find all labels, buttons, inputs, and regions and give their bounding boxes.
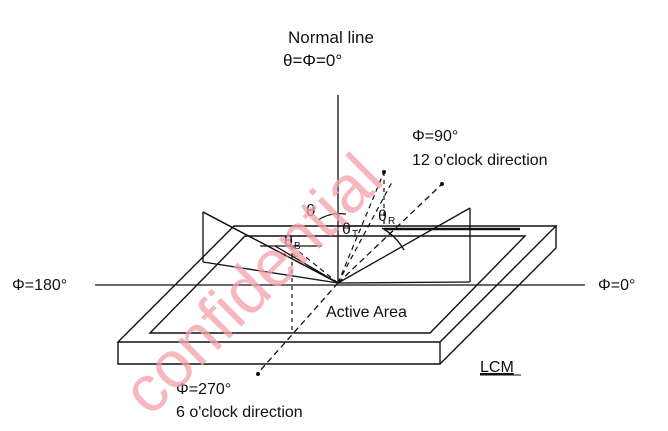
phi-0-label: Φ=0° — [598, 277, 635, 294]
arc-theta-r — [381, 227, 405, 251]
phi-270-label: Φ=270° — [176, 381, 231, 398]
active-area-label: Active Area — [326, 304, 407, 321]
panel-front-face — [117, 342, 441, 365]
theta-t-label: θ — [342, 221, 351, 238]
cone-right-edge — [337, 207, 471, 284]
axis-6-oclock — [257, 282, 339, 374]
theta-r-label: θ — [378, 208, 387, 225]
twelve-oclock-label: 12 o'clock direction — [412, 152, 548, 169]
theta-b-label: θ — [284, 233, 293, 250]
lcm-label: LCM — [480, 359, 514, 376]
panel-right-face — [439, 226, 557, 365]
ray-theta-b — [291, 245, 339, 284]
dot-6-oclock — [256, 372, 260, 376]
theta-label: θ — [306, 201, 315, 220]
cone-base-left — [202, 261, 339, 284]
cone-base-right — [337, 281, 471, 284]
panel-active-border — [148, 235, 527, 334]
phi-180-label: Φ=180° — [12, 277, 67, 294]
confidential-watermark: confidential — [108, 139, 396, 427]
squiggle-theta-b — [281, 253, 299, 257]
normal-line-label: Normal line — [288, 28, 374, 47]
ray-theta-r — [337, 181, 393, 284]
lcm-panel — [116, 225, 558, 365]
cone-left-edge — [202, 211, 339, 284]
six-oclock-label: 6 o'clock direction — [176, 404, 303, 421]
normal-angle-label: θ=Φ=0° — [283, 51, 342, 70]
dot-theta — [382, 170, 386, 174]
dot-12-oclock — [440, 182, 444, 186]
theta-t-subscript: T — [352, 229, 358, 240]
arc-theta — [317, 212, 347, 221]
theta-b-subscript: B — [294, 241, 301, 252]
ray-theta — [337, 171, 385, 284]
theta-r-subscript: R — [388, 216, 395, 227]
phi-90-label: Φ=90° — [412, 128, 458, 145]
